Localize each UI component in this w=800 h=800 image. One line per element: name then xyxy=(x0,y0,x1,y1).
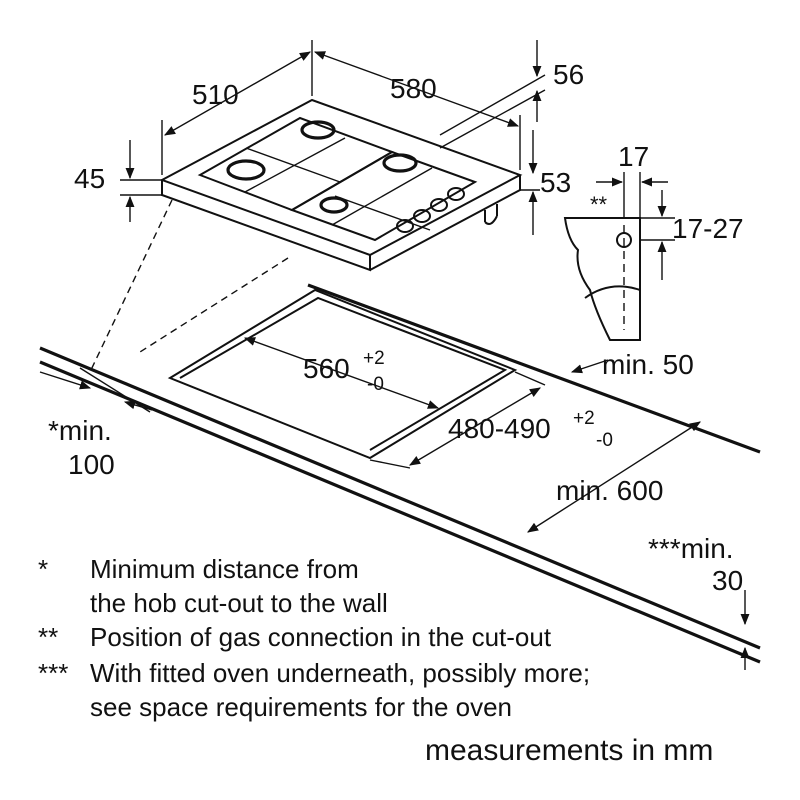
footnotes: * Minimum distance from the hob cut-out … xyxy=(38,554,590,722)
dim-cutout-width-tol-plus: +2 xyxy=(363,348,385,369)
hob-illustration xyxy=(159,98,523,272)
burner-icon xyxy=(382,153,418,173)
dim-oven-min-label: ***min. xyxy=(648,533,734,564)
dim-hob-depth: 510 xyxy=(192,79,239,110)
note-line: With fitted oven underneath, possibly mo… xyxy=(90,658,590,688)
dim-cutout-width: 560 xyxy=(303,353,350,384)
note-line: Position of gas connection in the cut-ou… xyxy=(90,622,552,652)
cutout-dimensions xyxy=(39,337,750,670)
note-line: Minimum distance from xyxy=(90,554,359,584)
control-knobs xyxy=(396,187,465,233)
dim-min-front: min. 50 xyxy=(602,349,694,380)
dim-hob-width: 580 xyxy=(390,73,437,104)
dim-gas-offset: 17 xyxy=(618,141,649,172)
dim-wall-min-value: 100 xyxy=(68,449,115,480)
dim-oven-min-value: 30 xyxy=(712,565,743,596)
worktop xyxy=(39,283,761,664)
dim-gas-star: ** xyxy=(590,192,608,217)
note-line: the hob cut-out to the wall xyxy=(90,588,388,618)
note-marker: ** xyxy=(38,622,58,652)
dim-side-height: 53 xyxy=(540,167,571,198)
burner-icon xyxy=(226,159,266,181)
dim-cutout-depth-tol-plus: +2 xyxy=(573,408,595,429)
dim-cutout-depth: 480-490 xyxy=(448,413,551,444)
dim-gas-range: 17-27 xyxy=(672,213,744,244)
dim-top-offset: 56 xyxy=(553,59,584,90)
dim-cutout-depth-tol-minus: -0 xyxy=(596,430,613,451)
note-marker: *** xyxy=(38,658,68,688)
hob-dimensions xyxy=(120,40,546,235)
dim-wall-min-label: *min. xyxy=(48,415,112,446)
gas-connection-detail xyxy=(563,172,675,341)
note-marker: * xyxy=(38,554,48,584)
note-line: see space requirements for the oven xyxy=(90,692,512,722)
dim-hob-height: 45 xyxy=(74,163,105,194)
burner-icon xyxy=(319,196,349,214)
hob-cutout xyxy=(167,288,518,460)
gas-connector-icon xyxy=(484,204,498,225)
dim-counter-min-depth: min. 600 xyxy=(556,475,663,506)
units-note: measurements in mm xyxy=(425,734,713,767)
dim-cutout-width-tol-minus: -0 xyxy=(367,374,384,395)
